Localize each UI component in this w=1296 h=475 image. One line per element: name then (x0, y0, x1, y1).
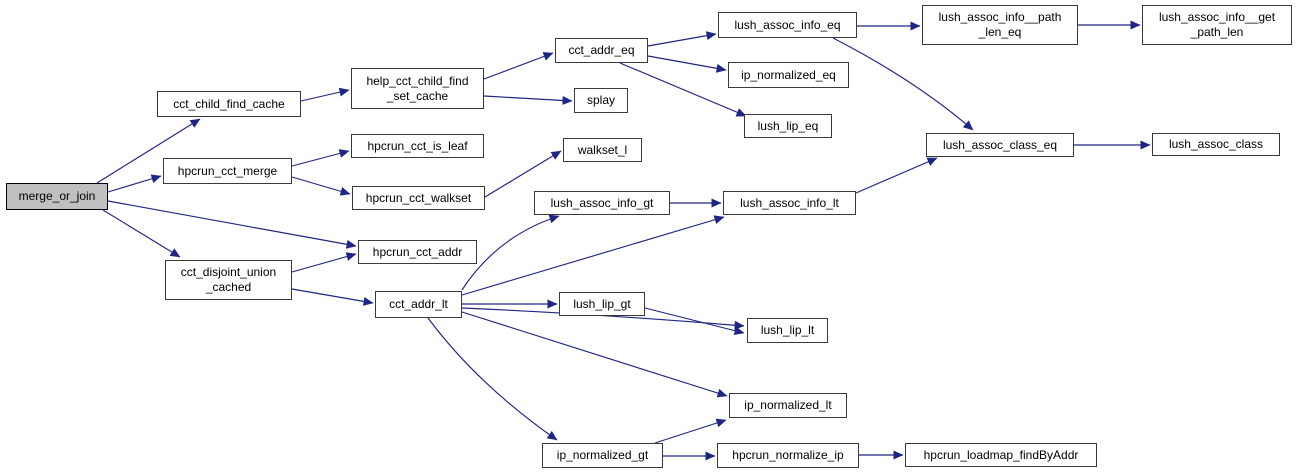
edge-lush_assoc_info_eq-to-lush_assoc_class_eq (832, 37, 974, 131)
node-lush_lip_eq[interactable]: lush_lip_eq (744, 114, 832, 138)
node-ip_normalized_lt[interactable]: ip_normalized_lt (729, 393, 847, 418)
edge-cct_addr_eq-to-lush_assoc_info_eq (647, 31, 717, 47)
node-label: lush_assoc_class (1168, 137, 1264, 151)
edge-ip_normalized_gt-to-ip_normalized_lt (654, 418, 727, 444)
edge-merge_or_join-to-hpcrun_cct_addr (107, 200, 357, 249)
node-label: cct_child_find_cache (173, 96, 285, 111)
node-cct_disjoint_union_cached[interactable]: cct_disjoint_union_cached (165, 260, 292, 300)
edge-merge_or_join-to-hpcrun_cct_merge (107, 174, 162, 193)
node-help_cct_child_find_set_cache[interactable]: help_cct_child_find_set_cache (351, 68, 484, 109)
node-cct_child_find_cache[interactable]: cct_child_find_cache (157, 91, 301, 117)
edge-cct_addr_lt-to-lush_assoc_info_gt (461, 214, 560, 291)
node-lush_assoc_info_gt[interactable]: lush_assoc_info_gt (534, 191, 670, 215)
node-label: _path_len (1190, 25, 1244, 39)
node-label: walkset_l (577, 142, 628, 157)
node-label: merge_or_join (18, 189, 96, 203)
node-label: lush_assoc_info_eq (734, 17, 841, 32)
edge-cct_addr_lt-to-ip_normalized_lt (461, 311, 728, 398)
node-lush_assoc_class_eq[interactable]: lush_assoc_class_eq (926, 133, 1074, 157)
node-label: lush_assoc_info_gt (550, 195, 654, 210)
node-label: ip_normalized_eq (741, 67, 836, 82)
edge-help_cct_child_find_set_cache-to-splay (483, 95, 573, 105)
edge-cct_child_find_cache-to-help_cct_child_find_set_cache (300, 87, 350, 102)
node-label: lush_lip_gt (573, 296, 631, 311)
node-lush_assoc_class[interactable]: lush_assoc_class (1152, 133, 1280, 156)
edge-help_cct_child_find_set_cache-to-cct_addr_eq (483, 52, 554, 80)
node-label: _cached (205, 280, 252, 294)
node-lush_lip_gt[interactable]: lush_lip_gt (559, 292, 645, 316)
edge-hpcrun_cct_merge-to-hpcrun_cct_walkset (291, 176, 351, 196)
node-label: _set_cache (386, 88, 449, 103)
node-walkset_l[interactable]: walkset_l (563, 138, 642, 162)
node-splay[interactable]: splay (574, 88, 628, 113)
edge-lush_assoc_info_lt-to-lush_assoc_class_eq (855, 157, 938, 194)
node-label: lush_assoc_class_eq (942, 137, 1058, 152)
node-hpcrun_cct_addr[interactable]: hpcrun_cct_addr (358, 240, 477, 264)
node-label: lush_assoc_info__path (938, 10, 1062, 24)
edge-cct_addr_lt-to-lush_assoc_info_lt (461, 215, 725, 296)
edge-cct_addr_eq-to-ip_normalized_eq (647, 55, 727, 73)
node-lush_assoc_info__path_len_eq[interactable]: lush_assoc_info__path_len_eq (922, 5, 1078, 45)
edge-hpcrun_cct_merge-to-hpcrun_cct_is_leaf (291, 149, 350, 167)
node-lush_assoc_info_eq[interactable]: lush_assoc_info_eq (718, 12, 857, 38)
node-label: lush_assoc_info__get (1158, 10, 1276, 24)
node-label: ip_normalized_gt (556, 448, 649, 462)
edge-hpcrun_cct_walkset-to-walkset_l (484, 150, 562, 198)
node-lush_lip_lt[interactable]: lush_lip_lt (747, 318, 828, 343)
node-hpcrun_normalize_ip[interactable]: hpcrun_normalize_ip (717, 443, 859, 468)
node-label: hpcrun_normalize_ip (732, 448, 844, 462)
node-label: help_cct_child_find (366, 73, 469, 88)
node-label: lush_assoc_info_lt (740, 195, 839, 210)
node-label: cct_addr_lt (389, 297, 448, 311)
node-label: hpcrun_cct_is_leaf (367, 138, 468, 153)
edge-merge_or_join-to-cct_disjoint_union_cached (102, 209, 181, 258)
edge-cct_addr_eq-to-lush_lip_eq (619, 62, 747, 117)
node-lush_assoc_info__get_path_len[interactable]: lush_assoc_info__get_path_len (1142, 5, 1292, 45)
edge-cct_disjoint_union_cached-to-cct_addr_lt (291, 288, 374, 306)
node-hpcrun_cct_walkset[interactable]: hpcrun_cct_walkset (352, 186, 485, 210)
edge-lush_lip_gt-to-lush_lip_lt (644, 307, 745, 336)
node-label: hpcrun_cct_walkset (365, 190, 472, 205)
node-hpcrun_cct_merge[interactable]: hpcrun_cct_merge (163, 158, 292, 184)
node-label: cct_addr_eq (568, 43, 635, 57)
node-label: lush_lip_lt (760, 323, 815, 337)
node-label: lush_lip_eq (757, 118, 819, 133)
node-label: hpcrun_cct_merge (177, 163, 278, 178)
node-ip_normalized_gt[interactable]: ip_normalized_gt (542, 443, 663, 468)
node-label: splay (586, 93, 615, 107)
node-hpcrun_cct_is_leaf[interactable]: hpcrun_cct_is_leaf (351, 134, 484, 158)
edge-cct_disjoint_union_cached-to-hpcrun_cct_addr (291, 252, 357, 273)
node-lush_assoc_info_lt[interactable]: lush_assoc_info_lt (723, 191, 856, 215)
node-label: hpcrun_loadmap_findByAddr (923, 447, 1079, 462)
node-label: cct_disjoint_union (180, 265, 277, 279)
edge-merge_or_join-to-cct_child_find_cache (96, 118, 201, 184)
node-label: ip_normalized_lt (744, 398, 832, 412)
node-ip_normalized_eq[interactable]: ip_normalized_eq (728, 62, 849, 88)
edge-cct_addr_lt-to-ip_normalized_gt (427, 317, 558, 441)
node-merge_or_join: merge_or_join (6, 183, 108, 210)
node-cct_addr_eq[interactable]: cct_addr_eq (555, 38, 648, 63)
node-hpcrun_loadmap_findByAddr[interactable]: hpcrun_loadmap_findByAddr (905, 443, 1097, 467)
node-label: hpcrun_cct_addr (372, 244, 463, 259)
node-cct_addr_lt[interactable]: cct_addr_lt (375, 291, 462, 318)
node-label: _len_eq (978, 25, 1022, 39)
